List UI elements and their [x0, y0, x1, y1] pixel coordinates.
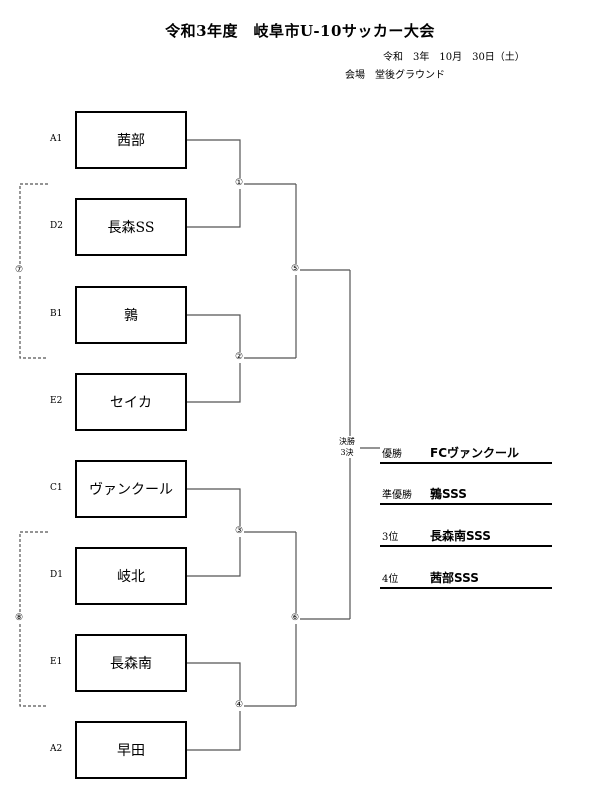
match-number: ④: [234, 700, 245, 711]
result-rank: 優勝: [382, 449, 402, 460]
event-date: 令和 3年 10月 30日（土）: [383, 52, 525, 63]
result-team: 長森南SSS: [430, 529, 491, 543]
seed-label: C1: [50, 483, 63, 493]
match-number: ⑤: [290, 264, 301, 275]
seed-label: A2: [50, 744, 63, 754]
team-name: ヴァンクール: [89, 482, 173, 498]
team-box: セイカ: [75, 373, 187, 431]
team-name: 鶉: [124, 308, 138, 324]
seed-label: D2: [50, 221, 63, 231]
final-label-line1: 決勝: [339, 437, 355, 446]
match-number: ①: [234, 178, 245, 189]
event-venue: 会場 堂後グラウンド: [345, 70, 445, 81]
team-box: 早田: [75, 721, 187, 779]
result-rank: 4位: [382, 574, 399, 585]
result-rank: 3位: [382, 532, 399, 543]
result-row: 3位 長森南SSS: [380, 527, 552, 547]
seed-label: E2: [50, 396, 63, 406]
team-name: 茜部: [117, 133, 145, 149]
team-box: 長森南: [75, 634, 187, 692]
result-rank: 準優勝: [382, 490, 412, 501]
match-number: ②: [234, 352, 245, 363]
seed-label: E1: [50, 657, 63, 667]
team-box: 岐北: [75, 547, 187, 605]
team-box: 長森SS: [75, 198, 187, 256]
final-label: 決勝 3決: [334, 436, 360, 458]
match-number: ⑥: [290, 613, 301, 624]
result-row: 優勝 FCヴァンクール: [380, 444, 552, 464]
page-title: 令和3年度 岐阜市U-10サッカー大会: [165, 22, 435, 40]
seed-label: B1: [50, 309, 63, 319]
team-box: 鶉: [75, 286, 187, 344]
final-label-line2: 3決: [340, 448, 354, 457]
match-number: ③: [234, 526, 245, 537]
team-name: 岐北: [117, 569, 145, 585]
team-name: セイカ: [110, 395, 152, 411]
result-team: 鶉SSS: [430, 487, 467, 501]
team-name: 早田: [117, 743, 145, 759]
result-team: 茜部SSS: [430, 571, 479, 585]
result-row: 4位 茜部SSS: [380, 569, 552, 589]
team-name: 長森SS: [107, 220, 155, 236]
match-number: ⑦: [14, 265, 25, 276]
seed-label: D1: [50, 570, 63, 580]
team-name: 長森南: [110, 656, 152, 672]
result-row: 準優勝 鶉SSS: [380, 485, 552, 505]
team-box: 茜部: [75, 111, 187, 169]
team-box: ヴァンクール: [75, 460, 187, 518]
match-number: ⑧: [14, 613, 25, 624]
result-team: FCヴァンクール: [430, 446, 520, 460]
seed-label: A1: [50, 134, 63, 144]
